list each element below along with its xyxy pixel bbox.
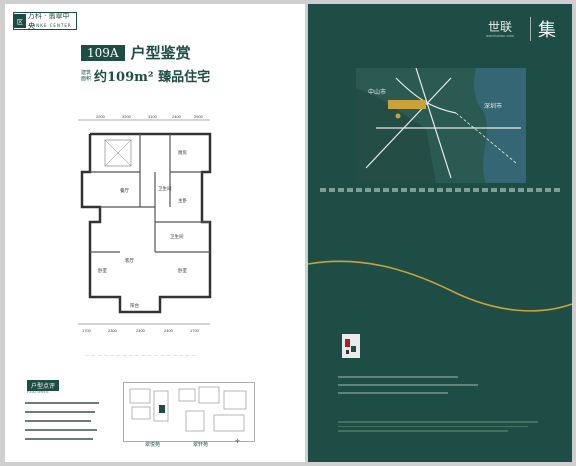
room-bedroom-1: 卧室 — [98, 267, 107, 274]
location-page: 世联 worldunion.com 集 中山市 深圳市 — [308, 4, 572, 462]
room-bedroom-2: 卧室 — [178, 267, 187, 274]
disclaimer — [338, 421, 538, 435]
logo-mark: 区 — [14, 14, 26, 28]
plan-note: — — — — — — — — — — — — — — — — — — — [85, 353, 197, 358]
room-kitchen: 厨房 — [178, 149, 187, 156]
map-caption — [320, 188, 560, 192]
qr-code — [342, 334, 360, 358]
room-dining: 餐厅 — [120, 187, 129, 194]
info-line — [338, 384, 478, 386]
location-map: 中山市 深圳市 — [356, 68, 526, 183]
dim-bottom-2: 2300 — [108, 328, 118, 333]
project-logo: 区 万科 · 翡翠中央 VANKE CENTER — [13, 12, 77, 30]
room-balcony: 阳台 — [130, 302, 139, 309]
feature-line — [25, 438, 93, 440]
unit-tag: 109A — [81, 44, 125, 61]
logo-sub: VANKE CENTER — [29, 23, 72, 28]
area-row: 建筑面积 约109m² 臻品住宅 — [81, 66, 211, 86]
floor-plan-drawing: 2000 3200 3100 2400 2900 餐厅 卫生间 — [78, 114, 212, 333]
feature-line — [25, 420, 91, 422]
brand-name: 世联 — [488, 20, 513, 34]
dim-bottom-1: 1700 — [82, 328, 92, 333]
gold-curve — [308, 260, 572, 312]
info-line — [338, 392, 448, 394]
key-plan-drawing — [129, 386, 247, 432]
brand-ji: 集 — [538, 20, 556, 41]
brand-sub: worldunion.com — [486, 34, 514, 38]
floorplan-page: 区 万科 · 翡翠中央 VANKE CENTER 109A 户型鉴赏 建筑面积 … — [5, 4, 305, 462]
map-label-zhongshan: 中山市 — [368, 88, 386, 96]
title-row: 109A 户型鉴赏 — [81, 42, 191, 63]
dim-top-4: 2400 — [172, 114, 182, 119]
page-title: 户型鉴赏 — [130, 44, 191, 62]
dim-bottom-4: 2400 — [164, 328, 174, 333]
dim-top-2: 3200 — [122, 114, 132, 119]
area-label: 建筑面积 — [81, 69, 92, 82]
dim-bottom-5: 1700 — [190, 328, 200, 333]
contact-info — [338, 376, 478, 400]
features-sub: FEATURES — [27, 390, 49, 394]
room-living: 客厅 — [125, 257, 134, 264]
map-label-shenzhen: 深圳市 — [484, 102, 502, 110]
dim-top-3: 3100 — [148, 114, 158, 119]
area-value: 约109m² 臻品住宅 — [94, 70, 211, 85]
key-plan — [123, 382, 255, 442]
features-tag: 户型点评 — [27, 380, 60, 391]
keyplan-label-2: 翠轩苑 — [193, 442, 209, 448]
features-list — [25, 402, 99, 447]
features-section: 户型点评 FEATURES — [13, 380, 303, 450]
feature-line — [25, 402, 99, 404]
dim-bottom-3: 2400 — [136, 328, 146, 333]
dim-top-5: 2900 — [194, 114, 204, 119]
dim-top-1: 2000 — [96, 114, 106, 119]
feature-line — [25, 411, 95, 413]
keyplan-label-1: 翠悦苑 — [145, 442, 161, 448]
feature-line — [25, 429, 97, 431]
room-bath-1: 卫生间 — [158, 185, 172, 192]
room-master: 主卧 — [178, 197, 187, 204]
compass-icon: ✛ — [235, 438, 241, 445]
logo-name: 万科 · 翡翠中央 — [27, 12, 70, 30]
brand-divider — [530, 17, 531, 41]
room-bath-2: 卫生间 — [170, 233, 184, 240]
info-line — [338, 376, 458, 378]
